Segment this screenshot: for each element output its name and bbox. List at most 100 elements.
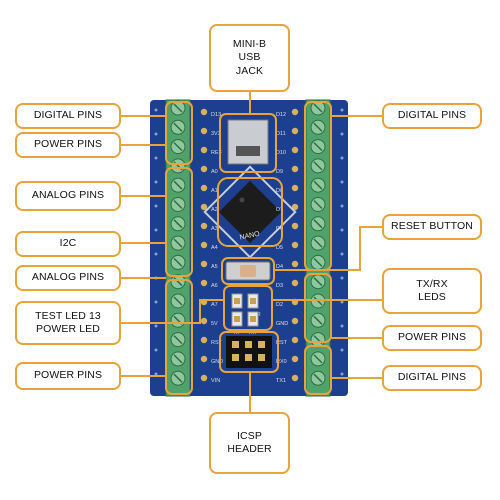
icsp-pin [258, 341, 265, 348]
silkscreen-label: GND [276, 321, 288, 327]
tx-rx-line2: LEDS [418, 291, 446, 303]
icsp-line1: ICSP [237, 429, 262, 442]
silkscreen-label: VIN [211, 378, 220, 384]
screw-slot [173, 296, 183, 306]
header-pin-left [200, 222, 208, 230]
header-pin-right [291, 203, 299, 211]
chip-label: NANO [239, 230, 261, 241]
icsp-line2: HEADER [227, 443, 272, 455]
silkscreen-label: D11 [276, 131, 286, 137]
header-pin-right [291, 355, 299, 363]
header-pin-left [200, 127, 208, 135]
header-pin-left [200, 374, 208, 382]
screw-slot [313, 354, 323, 364]
screw-slot [313, 315, 323, 325]
silkscreen-label: D6 [276, 226, 283, 232]
analog-pins-left-lower-label: ANALOG PINS [31, 271, 105, 284]
silkscreen-label: RX0 [276, 359, 287, 365]
pcb-via [154, 300, 158, 304]
icsp-header-pins [232, 341, 265, 361]
header-pin-left [200, 146, 208, 154]
highlight-usb [219, 113, 277, 173]
digital-pins-top-left-label: DIGITAL PINS [33, 109, 103, 122]
led-pad [250, 316, 256, 322]
callout-digital-pins-top-right: DIGITAL PINS [382, 103, 482, 129]
icsp-pin [232, 354, 239, 361]
callout-analog-pins-left: ANALOG PINS [15, 181, 121, 211]
silkscreen-label: A7 [211, 302, 218, 308]
screw-slot [173, 103, 183, 113]
screw-slot [313, 373, 323, 383]
screw-slot [313, 257, 323, 267]
digital-pins-top-right-label: DIGITAL PINS [397, 109, 467, 122]
icsp-pin [232, 341, 239, 348]
pcb-via [154, 324, 158, 328]
analog-pins-left-label: ANALOG PINS [31, 189, 105, 202]
header-pins [200, 108, 299, 382]
silkscreen-label: D7 [276, 207, 283, 213]
highlight-leds [223, 285, 273, 331]
callout-tx-rx-leds: TX/RX LEDS [382, 268, 482, 314]
led-pad [234, 298, 240, 304]
pcb-via [154, 108, 158, 112]
highlight-left-digital [165, 101, 193, 165]
silkscreen-label: A5 [211, 264, 218, 270]
header-pin-right [291, 165, 299, 173]
highlight-chip [217, 177, 283, 247]
header-pin-left [200, 336, 208, 344]
header-pin-left [200, 165, 208, 173]
screw-slot [173, 122, 183, 132]
header-pin-right [291, 336, 299, 344]
silkscreen-label: D8 [276, 188, 283, 194]
callout-digital-pins-top-left: DIGITAL PINS [15, 103, 121, 129]
test-led-line1: TEST LED 13 [35, 309, 101, 322]
led-pad [250, 298, 256, 304]
pcb-via [340, 204, 344, 208]
silkscreen-label: RST [276, 340, 288, 346]
screw-slot [313, 238, 323, 248]
usb-jack-line1: MINI-B [232, 38, 267, 51]
icsp-pin [258, 354, 265, 361]
reset-button-cap [240, 265, 256, 277]
highlight-right-power [304, 273, 332, 343]
silkscreen-label: 3V3 [211, 131, 221, 137]
right-screws [310, 100, 326, 386]
silkscreen-label: A6 [211, 283, 218, 289]
header-pin-left [200, 108, 208, 116]
silkscreen-label: A0 [211, 169, 218, 175]
silkscreen-label: D3 [276, 283, 283, 289]
pcb-via [154, 228, 158, 232]
pcb-via [340, 180, 344, 184]
digital-pins-bottom-right-label: DIGITAL PINS [397, 371, 467, 384]
callout-i2c: I2C [15, 231, 121, 257]
pcb-via [154, 180, 158, 184]
callout-power-pins-bottom-left: POWER PINS [15, 362, 121, 390]
screw-slot [173, 257, 183, 267]
screw-slot [313, 277, 323, 287]
silkscreen-label: D5 [276, 245, 283, 251]
header-pin-right [291, 374, 299, 382]
screw-slot [313, 199, 323, 210]
pcb-via [340, 228, 344, 232]
header-pin-left [200, 184, 208, 192]
pcb-via [340, 372, 344, 376]
pcb-via [340, 324, 344, 328]
reset-button-label: RESET BUTTON [391, 220, 473, 233]
pcb-via [340, 156, 344, 160]
screw-slot [173, 354, 183, 364]
usb-jack-line3: JACK [235, 64, 264, 77]
screw-slot [313, 103, 323, 113]
header-pin-left [200, 203, 208, 211]
line-reset [274, 226, 382, 271]
screw-slot [173, 219, 183, 229]
screw-slot [173, 238, 183, 248]
usb-jack-opening [236, 146, 260, 156]
led-pad [234, 316, 240, 322]
callout-test-led: TEST LED 13 POWER LED [15, 301, 121, 345]
callout-icsp-header: ICSP HEADER [209, 412, 290, 474]
highlight-right-digital-bottom [304, 345, 332, 395]
screw-slot [313, 180, 323, 190]
silkscreen-label: RST [211, 340, 223, 346]
